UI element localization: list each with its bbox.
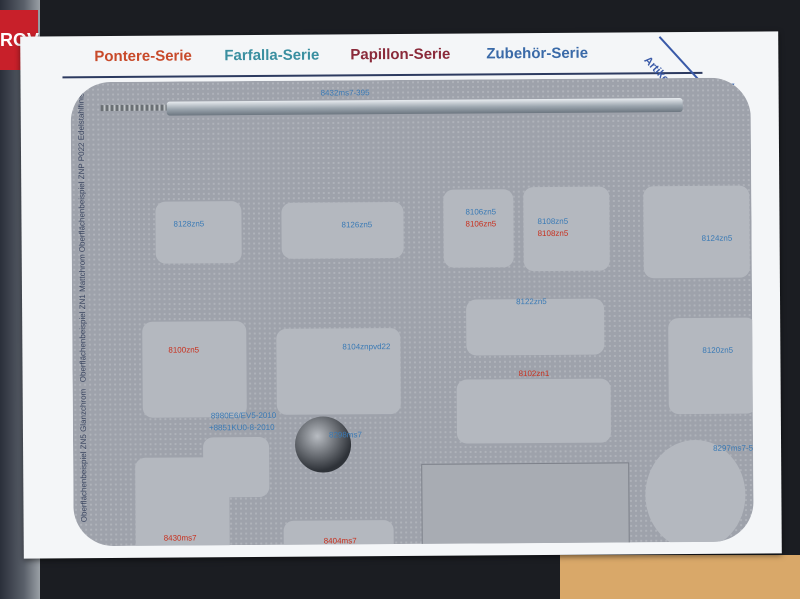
label-8980a: 8980E6/EV5-2010 xyxy=(210,410,277,421)
side-label-1: Oberflächenbeispiel ZNP P022 Edelstahlfi… xyxy=(76,88,87,253)
parts-board: Oberflächenbeispiel ZNP P022 Edelstahlfi… xyxy=(70,77,754,547)
tray-8102 xyxy=(456,378,612,444)
side-label-3: Oberflächenbeispiel ZN5 Glanzchrom xyxy=(78,388,89,523)
series-farfalla: Farfalla-Serie xyxy=(224,46,320,65)
label-8102: 8102zn1 xyxy=(518,368,550,379)
label-8104: 8104znpvd22 xyxy=(342,342,391,352)
tray-8126 xyxy=(281,201,404,259)
series-pontere: Pontere-Serie xyxy=(94,47,192,66)
rod xyxy=(166,98,683,116)
label-8120: 8120zn5 xyxy=(702,345,734,355)
label-8122: 8122zn5 xyxy=(516,296,547,307)
label-rod: 8432ms7-395 xyxy=(320,88,370,98)
series-zubehor: Zubehör-Serie xyxy=(486,44,589,63)
label-8106-red: 8106zn5 xyxy=(465,219,497,229)
overview-sheet: Pontere-Serie Farfalla-Serie Papillon-Se… xyxy=(20,31,782,559)
label-8430: 8430ms7 xyxy=(163,533,197,543)
ball-part xyxy=(294,416,352,473)
label-8100: 8100zn5 xyxy=(168,345,200,355)
label-8980b: +8851KU0-8-2010 xyxy=(208,422,275,433)
side-label-2: Oberflächenbeispiel ZN1 Mattchrom xyxy=(77,254,88,383)
label-8128: 8128zn5 xyxy=(173,219,205,229)
header-divider xyxy=(62,71,703,79)
tray-8128 xyxy=(155,201,242,264)
label-8108-red: 8108zn5 xyxy=(537,228,569,239)
floor xyxy=(560,555,800,599)
tray-8120 xyxy=(668,317,754,415)
label-8404: 8404ms7 xyxy=(323,536,357,546)
label-8108-blue: 8108zn5 xyxy=(537,216,569,227)
label-8124: 8124zn5 xyxy=(701,233,733,243)
label-8126: 8126zn5 xyxy=(341,220,373,230)
tray-8104 xyxy=(276,328,401,415)
label-8298: 8298ms7 xyxy=(328,430,362,440)
label-8297: 8297ms7-50 xyxy=(713,443,754,453)
label-8106-blue: 8106zn5 xyxy=(465,207,497,217)
tray-8100 xyxy=(142,321,247,418)
series-papillon: Papillon-Serie xyxy=(350,45,451,64)
tray-8297 xyxy=(645,439,746,547)
tray-8124 xyxy=(643,185,750,279)
empty-panel xyxy=(421,462,630,547)
tray-8122 xyxy=(466,298,605,356)
screw xyxy=(100,104,167,112)
